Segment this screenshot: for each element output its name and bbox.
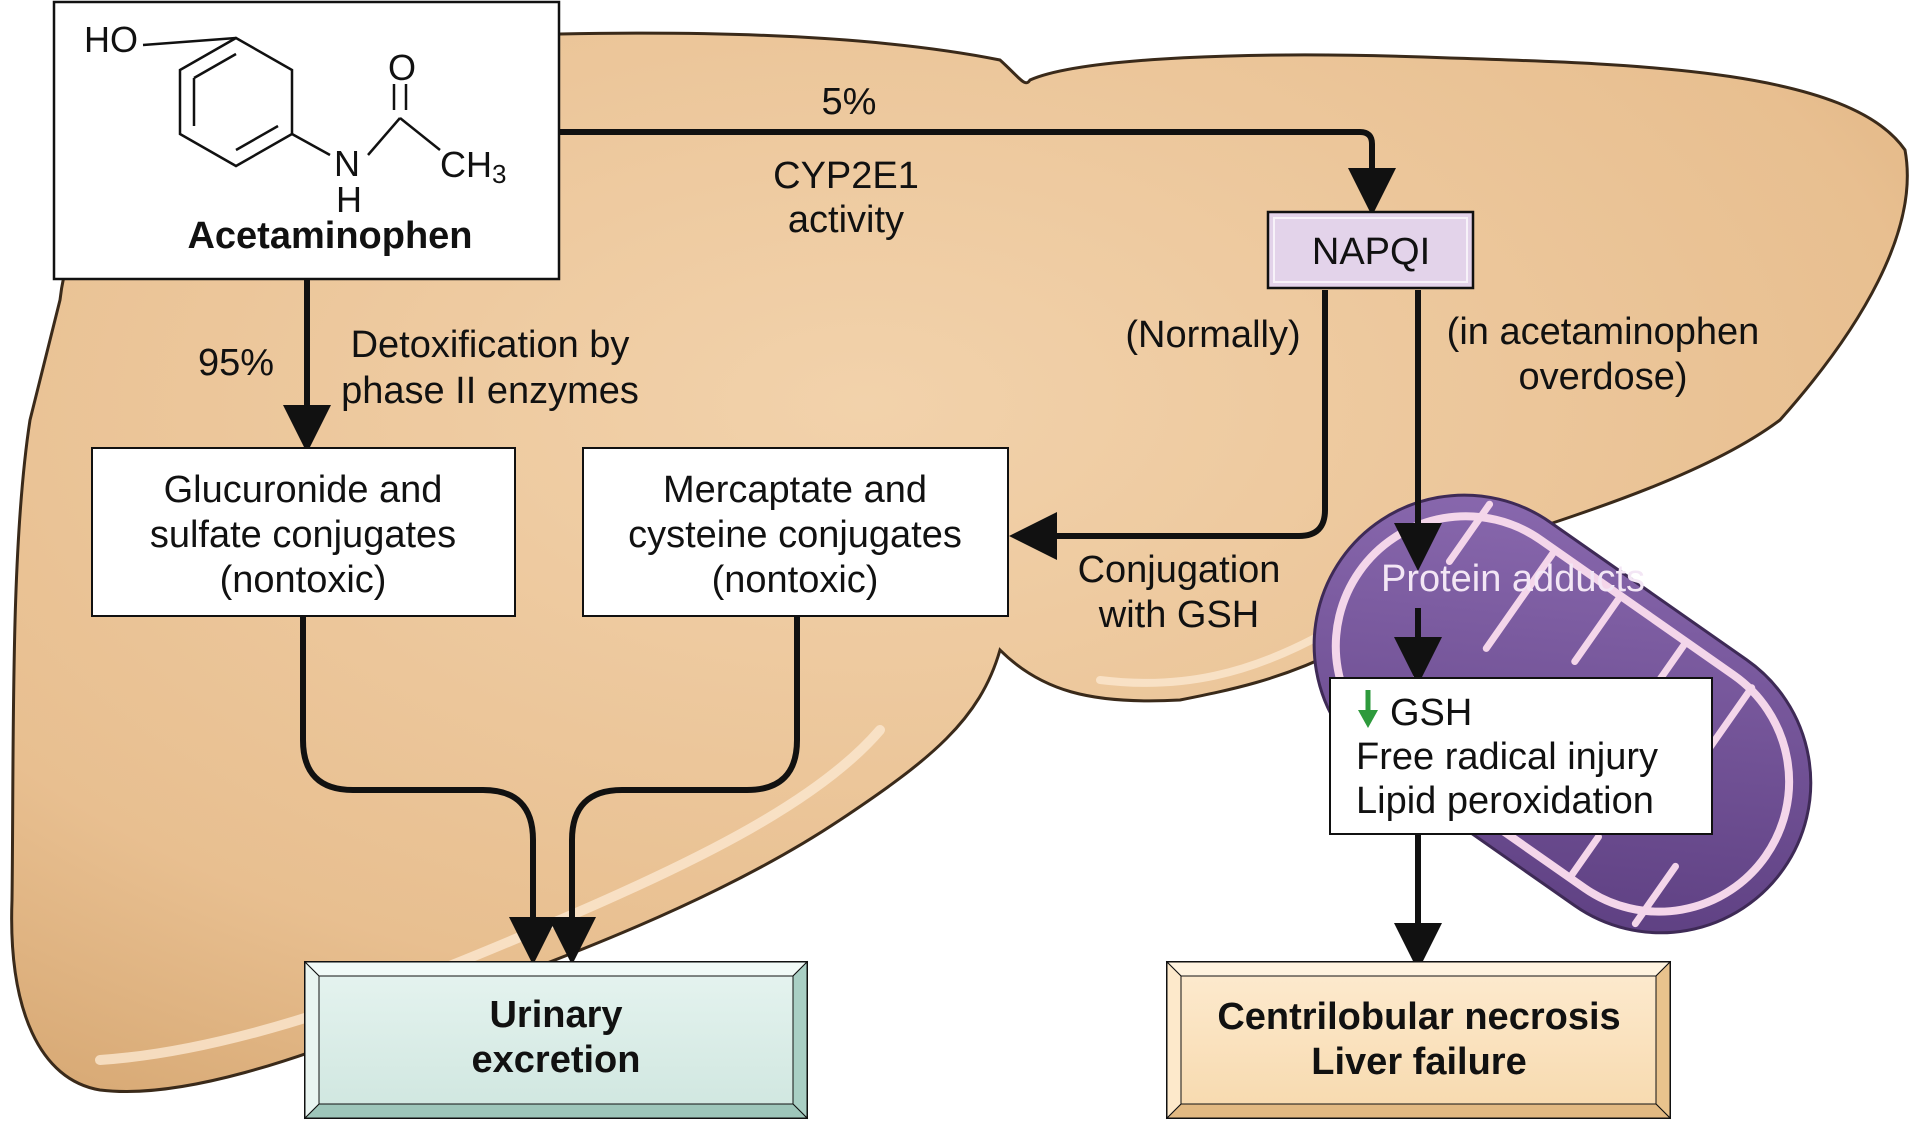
mercaptate-box bbox=[582, 447, 1009, 617]
minor-path-arrow bbox=[559, 129, 1396, 216]
glucuronide-line-1: Glucuronide and bbox=[164, 469, 443, 511]
acetaminophen-box bbox=[52, 0, 561, 281]
urinary-line-1: Urinary bbox=[489, 994, 622, 1036]
minor-path-percent: 5% bbox=[822, 81, 877, 123]
atom-h: H bbox=[336, 179, 362, 220]
major-path-label-2: phase II enzymes bbox=[341, 370, 639, 412]
injury-line-1: GSH bbox=[1390, 692, 1472, 734]
overdose-line-2: overdose) bbox=[1519, 356, 1688, 398]
glucuronide-line-2: sulfate conjugates bbox=[150, 514, 456, 556]
conjugation-line-2: with GSH bbox=[1098, 594, 1259, 636]
mercaptate-line-2: cysteine conjugates bbox=[628, 514, 962, 556]
atom-ch3: CH3 bbox=[440, 144, 506, 189]
glucuronide-to-urinary-arrow bbox=[300, 616, 557, 965]
glucuronide-line-3: (nontoxic) bbox=[220, 559, 387, 601]
glucuronide-box bbox=[91, 447, 516, 617]
outcome-line-2: Liver failure bbox=[1311, 1041, 1526, 1083]
atom-o: O bbox=[388, 47, 416, 88]
napqi-box bbox=[1266, 210, 1475, 290]
minor-path-label-2: activity bbox=[788, 199, 904, 241]
injury-line-3: Lipid peroxidation bbox=[1356, 780, 1654, 822]
protein-adducts-label: Protein adducts bbox=[1381, 558, 1645, 600]
down-arrow-icon bbox=[1358, 690, 1378, 728]
normal-branch-arrow bbox=[1009, 290, 1328, 560]
injury-line-2: Free radical injury bbox=[1356, 736, 1658, 778]
urinary-line-2: excretion bbox=[472, 1039, 641, 1081]
atom-n: N bbox=[334, 143, 360, 184]
conjugation-line-1: Conjugation bbox=[1078, 549, 1281, 591]
atom-ch3-main: CH bbox=[440, 144, 492, 185]
acetaminophen-name: Acetaminophen bbox=[187, 215, 472, 257]
injury-box bbox=[1329, 677, 1713, 835]
normal-branch-label: (Normally) bbox=[1125, 314, 1300, 356]
urinary-box bbox=[303, 960, 809, 1120]
acetaminophen-structure bbox=[142, 36, 441, 168]
napqi-label: NAPQI bbox=[1312, 231, 1430, 273]
overdose-line-1: (in acetaminophen bbox=[1447, 311, 1760, 353]
mercaptate-line-3: (nontoxic) bbox=[712, 559, 879, 601]
outcome-box bbox=[1165, 960, 1672, 1120]
minor-path-label-1: CYP2E1 bbox=[773, 155, 919, 197]
mercaptate-line-1: Mercaptate and bbox=[663, 469, 927, 511]
major-path-label-1: Detoxification by bbox=[351, 324, 630, 366]
outcome-line-1: Centrilobular necrosis bbox=[1217, 996, 1620, 1038]
liver-highlight-2 bbox=[1096, 626, 1334, 687]
mercaptate-to-urinary-arrow bbox=[548, 616, 800, 965]
major-path-percent: 95% bbox=[198, 342, 274, 384]
atom-ch3-sub: 3 bbox=[492, 159, 506, 189]
atom-ho: HO bbox=[84, 19, 138, 60]
